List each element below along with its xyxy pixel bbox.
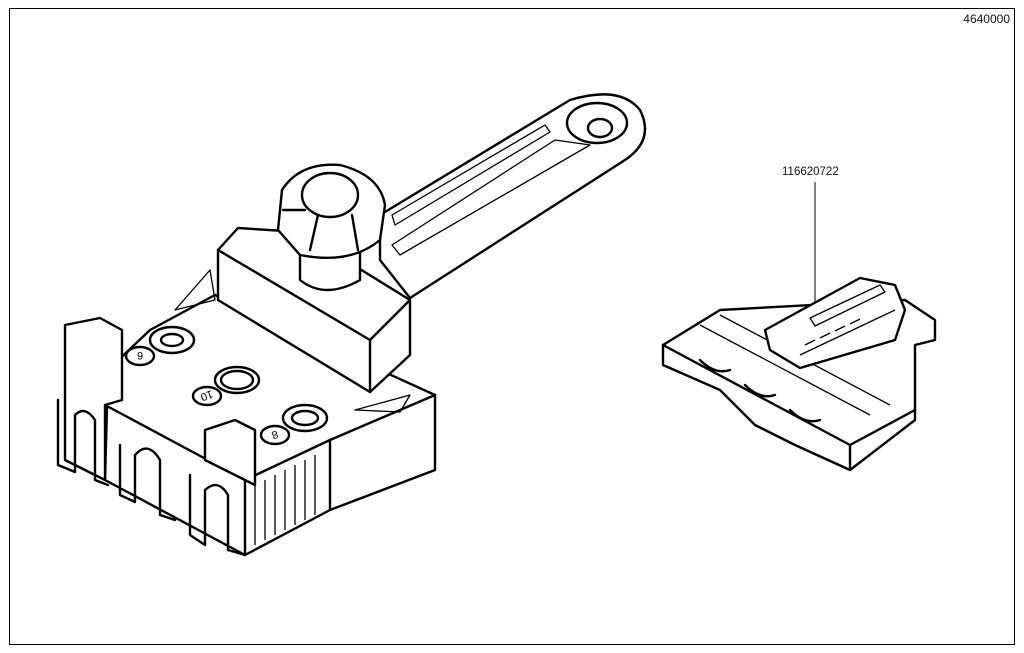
- guide-insert-part-illustration: [661, 276, 937, 472]
- document-number: 4640000: [963, 12, 1010, 26]
- hole-label-10: 10: [199, 387, 215, 402]
- drawing-frame: [9, 8, 1015, 645]
- doweling-jig-illustration: 6 10 8: [56, 93, 647, 557]
- hole-label-8: 8: [270, 427, 280, 440]
- hole-label-6: 6: [137, 349, 143, 361]
- part-number-callout[interactable]: 116620722: [782, 166, 839, 178]
